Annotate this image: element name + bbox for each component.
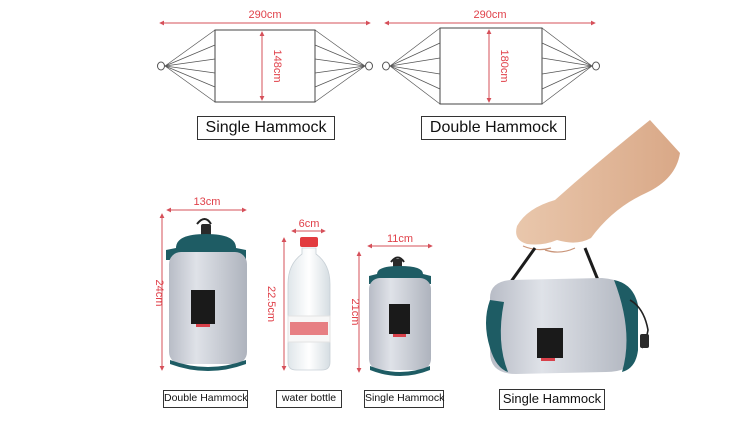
hammock-ring-left xyxy=(382,61,390,71)
bag-teal-bottom xyxy=(370,366,430,376)
drawstring-toggle xyxy=(640,334,649,348)
double-hammock-caption: Double Hammock xyxy=(421,116,566,140)
single-bag-height: 21cm xyxy=(349,299,361,326)
double-bag-width: 13cm xyxy=(194,196,221,208)
drawstring-loop xyxy=(196,218,212,225)
brand-badge xyxy=(537,328,563,358)
water-bottle-caption: water bottle xyxy=(276,390,342,408)
hammock-ropes-left xyxy=(389,27,441,105)
brand-badge xyxy=(389,304,410,334)
single-hammock-bag: 11cm 21cm xyxy=(349,233,433,376)
bottle-body xyxy=(287,247,331,371)
single-hammock-height: 148cm xyxy=(271,49,283,82)
double-hammock-height: 180cm xyxy=(498,49,510,82)
single-hammock-width: 290cm xyxy=(248,9,281,21)
bottle-height: 22.5cm xyxy=(265,286,277,322)
hand-photo-caption: Single Hammock xyxy=(499,389,605,410)
hammock-bed xyxy=(214,29,316,103)
hand xyxy=(516,120,680,245)
hand-holding-bag-photo xyxy=(486,120,680,374)
bottle-label-stripe xyxy=(290,322,328,335)
badge-red-tab xyxy=(196,324,210,327)
water-bottle-object: 6cm 22.5cm xyxy=(265,218,331,371)
badge-red-tab xyxy=(541,358,555,361)
hand-fingers xyxy=(522,245,576,253)
double-bag-caption: Double Hammock xyxy=(163,390,248,408)
hammock-bed xyxy=(439,27,543,105)
double-hammock-bag: 13cm 24cm xyxy=(153,196,247,371)
bag-teal-bottom xyxy=(170,360,246,371)
bottle-cap xyxy=(300,237,318,247)
hammock-ring-right xyxy=(592,61,600,71)
bottle-width: 6cm xyxy=(299,218,320,230)
hammock-ring-right xyxy=(365,61,373,71)
bag-teal-end-right xyxy=(614,280,638,372)
single-hammock-diagram: 290cm 148cm xyxy=(157,9,373,103)
double-hammock-diagram: 290cm 180cm xyxy=(382,9,600,105)
bag-teal-end-left xyxy=(486,300,508,372)
double-bag-height: 24cm xyxy=(153,280,165,307)
hammock-ropes-right xyxy=(541,27,593,105)
hammock-ropes-left xyxy=(164,29,216,103)
single-bag-width: 11cm xyxy=(387,233,413,245)
brand-badge xyxy=(191,290,215,324)
single-hammock-caption: Single Hammock xyxy=(197,116,335,140)
badge-red-tab xyxy=(393,334,406,337)
hammock-ring-left xyxy=(157,61,165,71)
drawstring-loop xyxy=(390,256,405,263)
hammock-ropes-right xyxy=(314,29,366,103)
double-hammock-width: 290cm xyxy=(473,9,506,21)
bag-body xyxy=(490,278,638,374)
single-bag-caption: Single Hammock xyxy=(364,390,444,408)
